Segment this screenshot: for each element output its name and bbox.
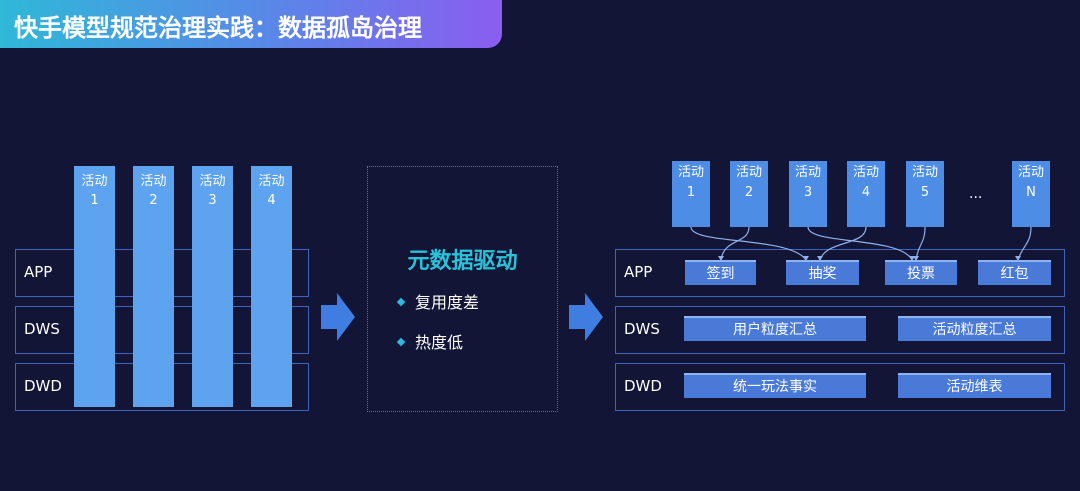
bullet-item: 热度低 — [396, 329, 463, 353]
bullet-item: 复用度差 — [396, 289, 479, 313]
right-activity-box: 活动活动1 — [672, 161, 710, 227]
app-item-redpacket: 红包 — [978, 260, 1051, 285]
right-layer-label: DWS — [624, 320, 660, 338]
activity-number: 1 — [686, 185, 696, 200]
activity-number: 3 — [803, 185, 813, 200]
right-layer-label: DWD — [624, 377, 662, 395]
column-label: 活动 — [199, 174, 226, 189]
metadata-driven-box: 元数据驱动 复用度差 热度低 — [367, 166, 558, 412]
column-label: 活动 — [140, 174, 167, 189]
column-number: 1 — [90, 193, 99, 208]
dws-item-user-summary: 用户粒度汇总 — [684, 316, 866, 341]
metadata-driven-title: 元数据驱动 — [407, 249, 518, 274]
activity-number: 4 — [861, 185, 871, 200]
left-activity-column: 活动 2 — [133, 166, 174, 407]
right-layer-dwd: DWD — [615, 363, 1065, 411]
app-item-lottery: 抽奖 — [786, 260, 859, 285]
right-layer-dws: DWS — [615, 306, 1065, 354]
right-layer-app: APP — [615, 249, 1065, 297]
left-layer-label: DWS — [24, 320, 60, 338]
app-item-vote: 投票 — [885, 260, 957, 285]
left-activity-column: 活动 4 — [251, 166, 292, 407]
column-number: 3 — [208, 193, 217, 208]
app-item-checkin: 签到 — [685, 260, 756, 285]
ellipsis: ... — [969, 186, 983, 202]
title-banner: 快手模型规范治理实践：数据孤岛治理 — [0, 0, 502, 48]
dws-item-activity-summary: 活动粒度汇总 — [898, 316, 1051, 341]
right-layer-label: APP — [624, 263, 653, 281]
column-number: 2 — [149, 193, 158, 208]
activity-number: N — [1026, 185, 1036, 200]
dwd-item-unified-fact: 统一玩法事实 — [684, 373, 866, 398]
activity-number: 5 — [920, 185, 930, 200]
page-title: 快手模型规范治理实践：数据孤岛治理 — [14, 14, 422, 42]
activity-number: 2 — [744, 185, 754, 200]
left-activity-column: 活动 1 — [74, 166, 115, 407]
dwd-item-activity-dim: 活动维表 — [898, 373, 1051, 398]
right-arrow-icon — [569, 293, 603, 341]
column-label: 活动 — [258, 174, 285, 189]
right-arrow-icon — [321, 293, 355, 341]
left-activity-column: 活动 3 — [192, 166, 233, 407]
column-label: 活动 — [81, 174, 108, 189]
column-number: 4 — [267, 193, 276, 208]
left-layer-label: APP — [24, 263, 53, 281]
left-layer-label: DWD — [24, 377, 62, 395]
